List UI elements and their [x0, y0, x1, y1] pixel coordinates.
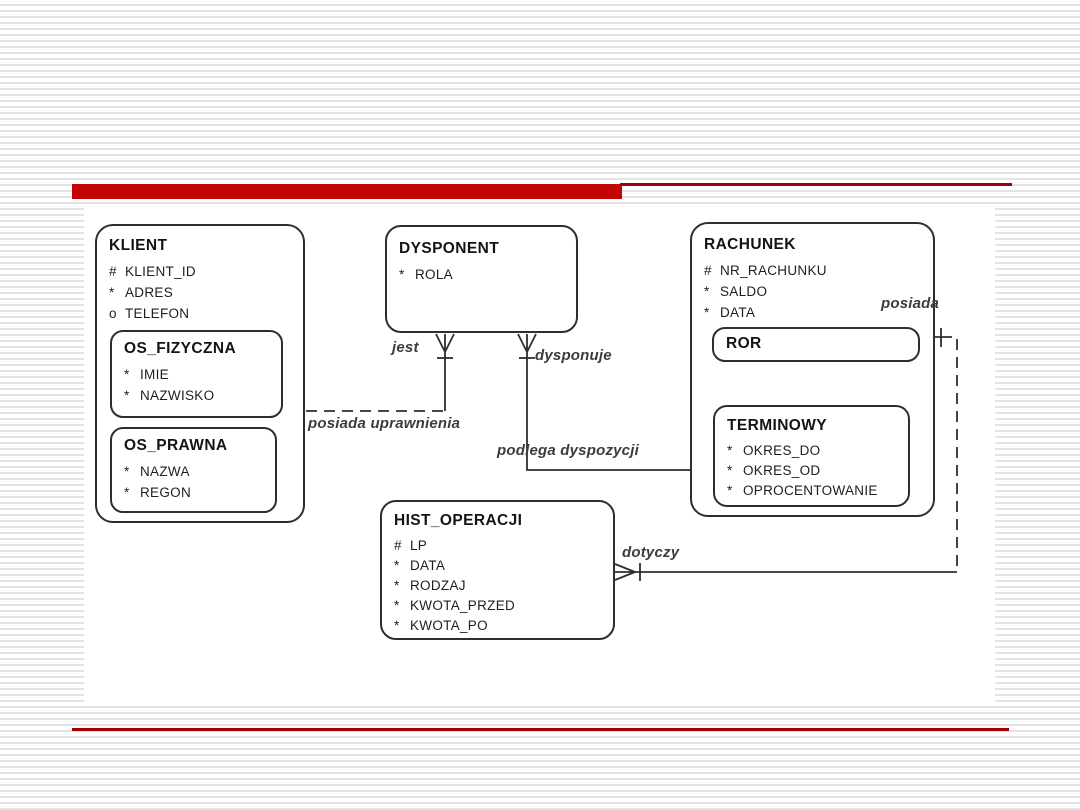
footer-rule — [72, 728, 1009, 731]
dysponuje-crowfoot-icon — [517, 333, 537, 353]
dotyczy-crowfoot-icon — [614, 563, 636, 581]
attribute-row: *REGON — [124, 485, 192, 500]
attribute-row: *OPROCENTOWANIE — [727, 483, 878, 498]
attribute-row: *SALDO — [704, 284, 768, 299]
attribute-row: *KWOTA_PRZED — [394, 598, 516, 613]
attribute-row: *DATA — [394, 558, 446, 573]
entity-title: DYSPONENT — [399, 240, 500, 257]
entity-os-fizyczna: OS_FIZYCZNA *IMIE *NAZWISKO — [110, 330, 283, 418]
jest-crowfoot-icon — [435, 333, 455, 353]
attribute-row: *KWOTA_PO — [394, 618, 488, 633]
relationship-label-posiada: posiada — [881, 295, 940, 312]
entity-title: OS_PRAWNA — [124, 437, 228, 454]
attribute-row: #LP — [394, 538, 428, 553]
entity-title: RACHUNEK — [704, 236, 796, 253]
attribute-row: *OKRES_OD — [727, 463, 821, 478]
entity-hist-operacji: HIST_OPERACJI #LP *DATA *RODZAJ *KWOTA_P… — [380, 500, 615, 640]
posiada-line-dashed — [941, 336, 958, 572]
attribute-row: #NR_RACHUNKU — [704, 263, 827, 278]
title-accent-bar — [72, 184, 622, 199]
entity-terminowy: TERMINOWY *OKRES_DO *OKRES_OD *OPROCENTO… — [713, 405, 910, 507]
entity-os-prawna: OS_PRAWNA *NAZWA *REGON — [110, 427, 277, 513]
attribute-row: *IMIE — [124, 367, 169, 382]
title-thin-rule — [620, 183, 1012, 186]
relationship-label-podlega-dyspozycji: podlega dyspozycji — [497, 442, 639, 459]
relationship-label-dotyczy: dotyczy — [622, 544, 680, 561]
attribute-row: *OKRES_DO — [727, 443, 821, 458]
attribute-row: *NAZWA — [124, 464, 190, 479]
entity-title: ROR — [726, 335, 762, 352]
entity-title: OS_FIZYCZNA — [124, 340, 237, 357]
attribute-row: *ROLA — [399, 267, 453, 282]
attribute-row: *RODZAJ — [394, 578, 466, 593]
relationship-label-dysponuje: dysponuje — [535, 347, 612, 364]
entity-title: TERMINOWY — [727, 417, 828, 434]
attribute-row: #KLIENT_ID — [109, 264, 196, 279]
relationship-label-jest: jest — [392, 339, 419, 356]
entity-ror: ROR — [712, 327, 920, 362]
entity-title: HIST_OPERACJI — [394, 512, 523, 529]
entity-title: KLIENT — [109, 237, 168, 254]
relationship-label-posiada-uprawnienia: posiada uprawnienia — [308, 415, 461, 432]
attribute-row: *NAZWISKO — [124, 388, 215, 403]
attribute-row: *DATA — [704, 305, 756, 320]
entity-dysponent: DYSPONENT *ROLA — [385, 225, 578, 333]
podlega-dyspozycji-line — [526, 352, 692, 471]
attribute-row: *ADRES — [109, 285, 174, 300]
